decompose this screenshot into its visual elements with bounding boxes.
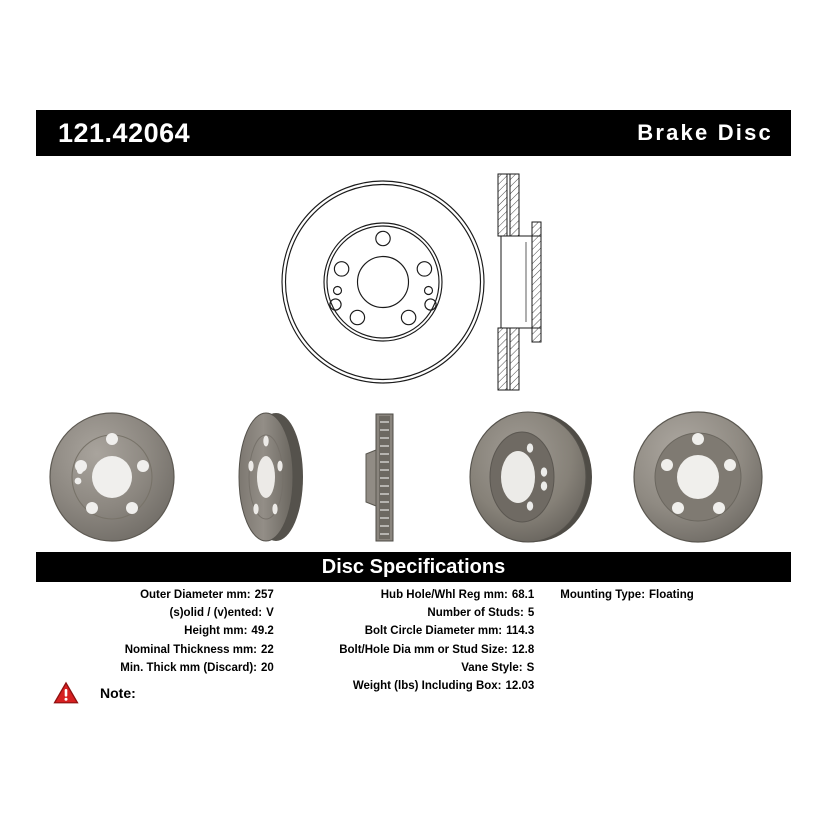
spec-label: Mounting Type: <box>560 589 646 601</box>
disc-specifications-bar: Disc Specifications <box>36 552 791 582</box>
spec-row: Number of Studs: 5 <box>274 604 534 622</box>
note-label: Note: <box>100 684 136 701</box>
spec-row: Vane Style: S <box>274 659 534 677</box>
spec-value: 68.1 <box>511 589 535 601</box>
spec-label: Bolt/Hole Dia mm or Stud Size: <box>339 643 508 656</box>
spec-row: Outer Diameter mm: 257 <box>36 586 274 604</box>
warning-triangle-icon <box>53 681 79 704</box>
spec-value: 22 <box>261 643 274 656</box>
product-photo-strip <box>38 410 790 545</box>
spec-value: V <box>266 607 274 620</box>
spec-row: Bolt/Hole Dia mm or Stud Size: 12.8 <box>274 641 534 659</box>
spec-row: (s)olid / (v)ented: V <box>36 604 274 622</box>
spec-label: Nominal Thickness mm: <box>124 643 258 656</box>
spec-value: S <box>526 661 535 674</box>
spec-value: 49.2 <box>251 625 274 638</box>
product-type-title: Brake Disc <box>637 120 773 145</box>
spec-column-middle: Hub Hole/Whl Reg mm: 68.1 Number of Stud… <box>274 586 534 695</box>
spec-label: Min. Thick mm (Discard): <box>120 661 258 674</box>
product-header-bar: 121.42064 Brake Disc <box>36 110 791 156</box>
brake-rotor-cross-section-drawing <box>497 173 542 391</box>
brake-rotor-front-view-drawing <box>281 180 485 384</box>
part-number: 121.42064 <box>58 117 191 148</box>
spec-value: 257 <box>254 589 274 601</box>
spec-column-right: Mounting Type: Floating <box>534 586 791 695</box>
spec-value: 12.8 <box>511 643 535 656</box>
spec-label: (s)olid / (v)ented: <box>169 607 263 620</box>
spec-value: 12.03 <box>505 680 535 693</box>
disc-specifications-title: Disc Specifications <box>321 556 506 578</box>
specifications-table: Outer Diameter mm: 257 (s)olid / (v)ente… <box>36 586 791 695</box>
spec-row: Weight (lbs) Including Box: 12.03 <box>274 677 534 695</box>
rotor-photo-angled-face-view <box>204 410 334 545</box>
spec-value: 5 <box>527 607 535 620</box>
spec-row: Nominal Thickness mm: 22 <box>36 641 274 659</box>
spec-column-left: Outer Diameter mm: 257 (s)olid / (v)ente… <box>36 586 274 695</box>
spec-row: Mounting Type: Floating <box>560 586 791 604</box>
technical-drawing-area <box>280 162 565 402</box>
rotor-photo-hub-face-view <box>626 410 776 545</box>
note-section: Note: <box>52 680 142 705</box>
spec-row: Bolt Circle Diameter mm: 114.3 <box>274 622 535 640</box>
spec-label: Hub Hole/Whl Reg mm: <box>380 589 508 601</box>
spec-label: Height mm: <box>184 625 248 638</box>
rotor-photo-face-view <box>38 410 186 545</box>
rotor-photo-edge-profile-view <box>356 410 416 545</box>
spec-row: Min. Thick mm (Discard): 20 <box>36 659 274 677</box>
spec-label: Outer Diameter mm: <box>140 589 251 601</box>
spec-label: Weight (lbs) Including Box: <box>352 680 502 693</box>
spec-value: Floating <box>649 589 694 601</box>
spec-row: Hub Hole/Whl Reg mm: 68.1 <box>274 586 535 604</box>
spec-label: Number of Studs: <box>427 607 524 620</box>
spec-value: 20 <box>261 661 274 674</box>
spec-row: Height mm: 49.2 <box>36 622 274 640</box>
spec-value: 114.3 <box>506 625 535 638</box>
spec-label: Bolt Circle Diameter mm: <box>364 625 503 638</box>
rotor-photo-angled-hub-view <box>458 410 608 545</box>
spec-label: Vane Style: <box>461 661 523 674</box>
